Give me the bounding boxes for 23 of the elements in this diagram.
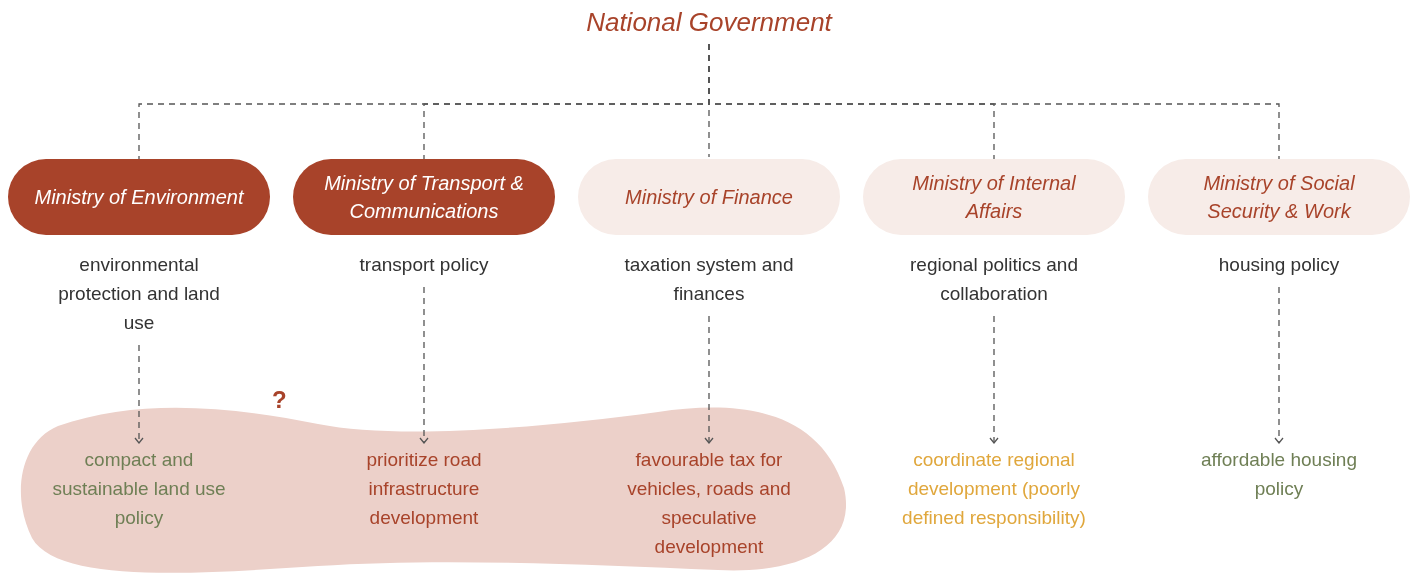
heading-text: National Government [586, 6, 832, 39]
ministry-name: Ministry of Social Security & Work [1202, 171, 1356, 224]
arrow [419, 286, 429, 444]
outcome-text: compact and sustainable land use policy [51, 448, 227, 530]
ministry-name: Ministry of Finance [624, 185, 794, 210]
arrow [704, 315, 714, 444]
policy-text: taxation system and finances [623, 253, 795, 306]
ministry-name: Ministry of Transport & Communications [323, 171, 525, 224]
policy-text: housing policy [1218, 253, 1340, 277]
outcome-text: favourable tax for vehicles, roads and speculative development [626, 448, 792, 559]
arrow [134, 344, 144, 444]
ministry-name: Ministry of Internal Affairs [911, 171, 1077, 224]
outcome-text: affordable housing policy [1200, 448, 1358, 501]
ministry-name: Ministry of Environment [33, 185, 245, 210]
outcome-text: coordinate regional development (poorly defined responsibility) [901, 448, 1087, 530]
connector-line [708, 43, 1280, 160]
question-mark-label: ? [272, 386, 287, 414]
outcome-text: prioritize road infrastructure development [365, 448, 483, 530]
arrow [989, 315, 999, 444]
arrow [1274, 286, 1284, 444]
policy-text: transport policy [359, 253, 489, 277]
policy-text: environmental protection and land use [57, 253, 221, 335]
policy-text: regional politics and collaboration [909, 253, 1079, 306]
